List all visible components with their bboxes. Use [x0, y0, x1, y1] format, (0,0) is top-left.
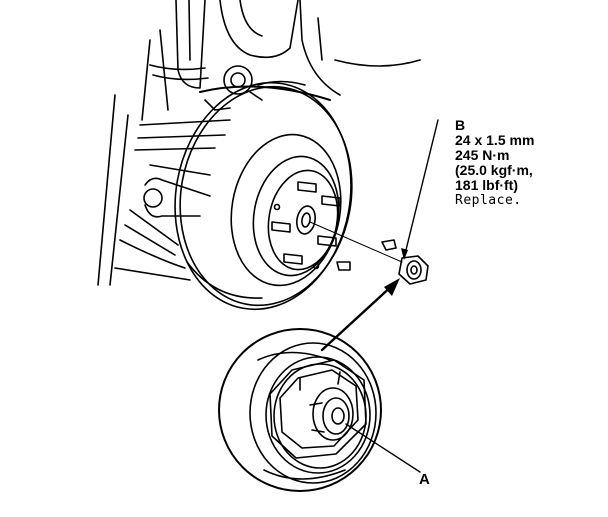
replace-note: Replace.: [455, 193, 522, 208]
leader-a: [345, 423, 421, 473]
detail-arrow: [320, 278, 400, 352]
hub-nut-b: [309, 221, 429, 285]
nut-size: 24 x 1.5 mm: [455, 132, 535, 148]
wheel-studs: [271, 181, 397, 271]
arrow-b: [401, 248, 408, 260]
callout-b-letter: B: [455, 117, 466, 133]
torque-lbf: 181 lbf·ft): [455, 177, 518, 193]
brake-disc: [174, 81, 353, 311]
suspension-knuckle: [97, 0, 421, 286]
callout-a-label: A: [419, 471, 430, 488]
torque-nm: 245 N·m: [455, 147, 510, 163]
detail-view: [218, 328, 382, 492]
torque-kgf: (25.0 kgf·m,: [455, 162, 533, 178]
callout-b: B 24 x 1.5 mm 245 N·m (25.0 kgf·m, 181 l…: [455, 117, 535, 209]
leader-b: [403, 119, 439, 259]
